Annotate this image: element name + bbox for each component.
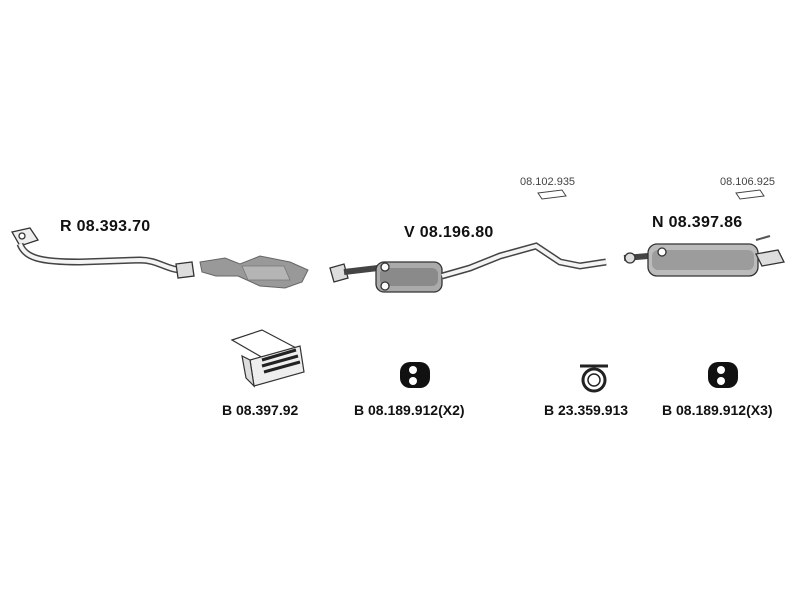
label-ref-rear: 08.106.925	[720, 176, 776, 188]
rubber-hanger-center-drawing	[400, 362, 430, 388]
label-center-silencer: V 08.196.80	[404, 224, 494, 241]
label-mounting-kit: B 08.397.92	[222, 402, 299, 418]
mounting-kit-drawing	[230, 329, 305, 388]
catalytic-converter-drawing	[199, 255, 309, 289]
label-rubber-hanger-center: B 08.189.912(X2)	[354, 402, 465, 418]
rubber-hanger-rear-qty: (X3)	[746, 402, 773, 418]
rubber-hanger-rear-drawing	[708, 362, 738, 388]
ref-part-rear-drawing	[735, 189, 765, 200]
rear-silencer-drawing	[623, 235, 785, 277]
ref-part-center-drawing	[537, 189, 567, 200]
rubber-hanger-center-qty: (X2)	[438, 402, 465, 418]
rubber-hanger-rear-part: B 08.189.912	[662, 402, 747, 418]
rubber-hanger-center-part: B 08.189.912	[354, 402, 439, 418]
label-ref-center: 08.102.935	[520, 176, 576, 188]
label-rubber-hanger-rear: B 08.189.912(X3)	[662, 402, 773, 418]
center-silencer-drawing	[329, 242, 607, 293]
label-clamp: B 23.359.913	[544, 402, 629, 418]
label-front-pipe: R 08.393.70	[60, 218, 151, 235]
front-pipe-drawing	[10, 227, 195, 279]
label-rear-silencer: N 08.397.86	[652, 214, 743, 231]
clamp-drawing	[580, 364, 608, 393]
